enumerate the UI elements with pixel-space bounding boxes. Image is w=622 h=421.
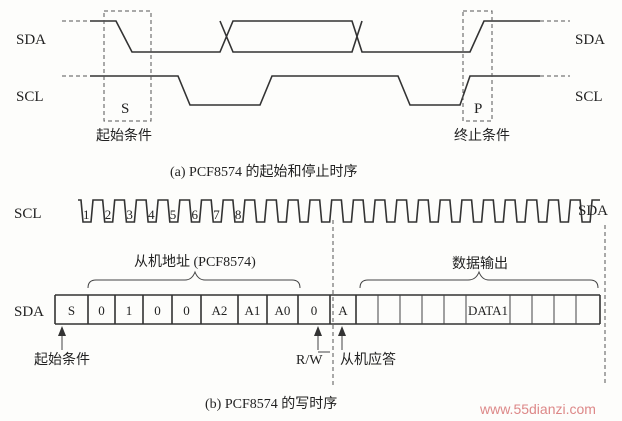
start-arrow [58,326,66,350]
clock-number: 2 [105,207,112,222]
sda-waveform-a [62,20,570,53]
stop-mark-p: P [474,101,482,117]
bit-cell-label: A2 [212,303,228,318]
ack-arrow [338,326,346,350]
clock-number: 8 [235,207,242,222]
clock-number: 4 [148,207,155,222]
slave-address-brace [87,270,301,289]
data1-cell-label: DATA1 [468,303,508,318]
scl-waveform-a [62,75,570,106]
sda-bit-cells: S 0 1 0 0 A2 A1 A0 0 A DATA1 [68,295,577,324]
clock-number: 5 [170,207,177,222]
scl-clock-path [78,199,600,223]
data-output-label: 数据输出 [452,256,508,272]
bit-cell-label: 1 [126,303,133,318]
stop-condition-label-a: 终止条件 [454,127,510,144]
sda-label-left-b: SDA [14,304,44,320]
rw-arrow [314,326,322,350]
start-condition-label-a: 起始条件 [96,127,152,144]
slave-address-label: 从机地址 (PCF8574) [134,254,256,270]
bit-cell-label: 0 [311,303,318,318]
clock-number: 7 [213,207,220,222]
start-mark-s: S [121,101,129,117]
caption-a: (a) PCF8574 的起始和停止时序 [170,163,357,180]
caption-b: (b) PCF8574 的写时序 [205,396,337,412]
sda-frame-b [54,294,601,325]
scl-label-left-b: SCL [14,206,42,222]
clock-number: 6 [192,207,199,222]
watermark: www.55dianzi.com [479,401,596,417]
bit-cell-label: 0 [183,303,190,318]
scl-clock-train-b [78,199,600,223]
rw-label: R/W [296,353,323,368]
bit-cell-label: 0 [98,303,105,318]
clock-number: 1 [83,207,90,222]
scl-label-left-a: SCL [16,89,44,105]
bit-cell-label: S [68,303,75,318]
bit-cell-label: A [338,303,348,318]
sda-label-left-a: SDA [16,32,46,48]
ack-label: 从机应答 [340,351,396,368]
bit-cell-label: 0 [154,303,161,318]
data-output-brace [359,270,599,289]
scl-label-right-b: SDA [578,203,608,219]
bit-cell-label: A0 [275,303,291,318]
bit-cell-label: A1 [245,303,261,318]
start-condition-label-b: 起始条件 [34,351,90,368]
sda-label-right-a: SDA [575,32,605,48]
scl-label-right-a: SCL [575,89,603,105]
stop-condition-box-a [462,10,493,122]
clock-number: 3 [126,207,132,222]
start-condition-box-a [103,10,152,122]
